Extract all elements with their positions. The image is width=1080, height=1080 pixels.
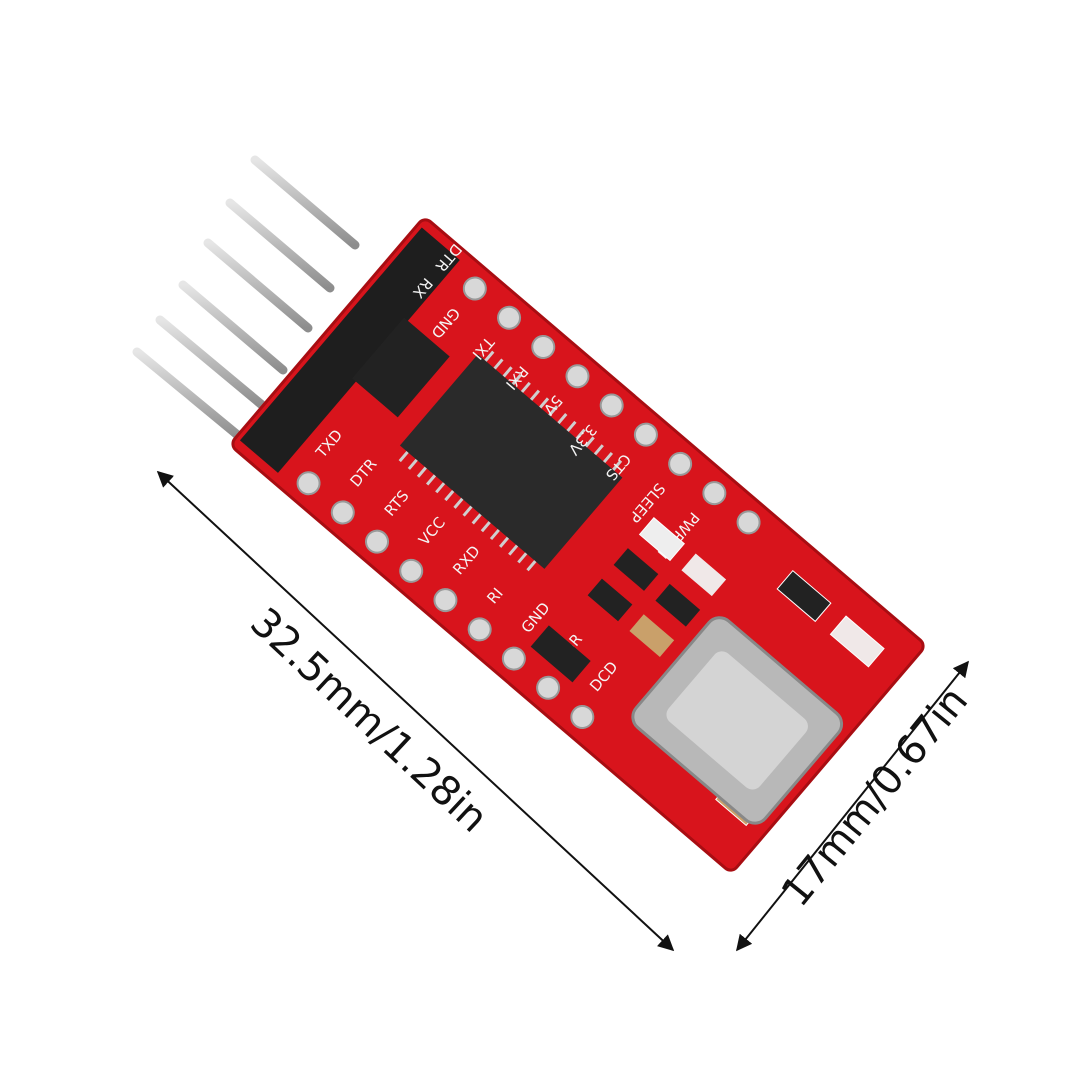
pin-header [239,227,460,473]
jumper [352,317,450,418]
length-dimension-line [156,470,675,952]
pcb-board: GND TXI RXI 5V 3.3V CTS SLEEP PWREN DTR … [231,218,925,872]
top-pin-holes [462,276,761,535]
width-dimension-line [735,660,970,952]
header-pins [132,155,360,442]
